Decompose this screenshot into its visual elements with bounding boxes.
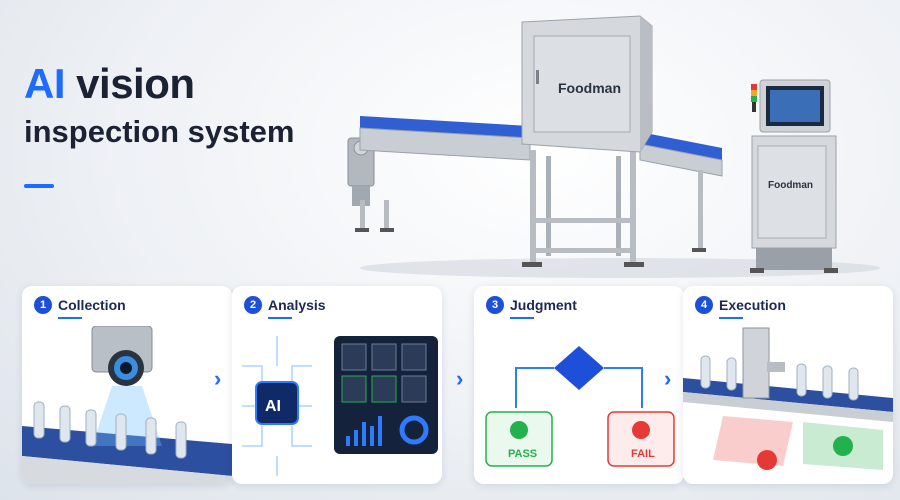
ai-chip-label: AI — [265, 398, 281, 415]
vision-cabinet — [521, 15, 653, 267]
step-number: 2 — [244, 296, 262, 314]
step-number: 4 — [695, 296, 713, 314]
chevron-right-icon: › — [214, 366, 222, 391]
title-accent-bar — [24, 184, 54, 188]
step-header: 4 Execution — [695, 296, 786, 314]
title-vision: vision — [65, 60, 195, 107]
title-line-2: inspection system — [24, 114, 295, 149]
step-header: 1 Collection — [34, 296, 126, 314]
camera-inspection-art — [22, 326, 232, 484]
bottle-icons — [33, 401, 187, 459]
step-card-collection: 1 Collection — [22, 286, 232, 484]
donut-graphic — [399, 415, 429, 445]
bottle-thumbnails — [341, 343, 427, 403]
process-steps: 1 Collection › — [0, 286, 900, 486]
inspection-machine-illustration — [347, 15, 880, 278]
step-underline — [510, 317, 534, 319]
check-icon — [833, 436, 853, 456]
step-number: 3 — [486, 296, 504, 314]
chevron-right-icon: › — [664, 366, 672, 391]
judgment-flow-art — [485, 346, 675, 467]
pass-label: PASS — [508, 448, 538, 460]
title-line-1: AI vision — [24, 60, 294, 108]
cross-icon — [757, 450, 777, 470]
step-title: Collection — [58, 297, 126, 313]
check-icon — [510, 421, 528, 439]
step-card-judgment: 3 Judgment PASS FAIL — [474, 286, 684, 484]
headline: AI vision inspection system — [24, 60, 294, 150]
step-number: 1 — [34, 296, 52, 314]
rejection-execution-art — [683, 327, 893, 470]
step-title: Execution — [719, 297, 786, 313]
fail-label: FAIL — [631, 448, 655, 460]
step-card-analysis: 2 Analysis AI — [232, 286, 442, 484]
step-underline — [268, 317, 292, 319]
circuit-lines — [242, 336, 312, 476]
camera-icon — [91, 326, 153, 386]
title-ai: AI — [24, 60, 66, 107]
step-title: Analysis — [268, 297, 326, 313]
control-cabinet — [750, 79, 838, 273]
chevron-right-icon: › — [456, 366, 464, 391]
decision-node-icon — [554, 346, 604, 390]
step-header: 3 Judgment — [486, 296, 577, 314]
step-header: 2 Analysis — [244, 296, 326, 314]
ai-analysis-art — [242, 336, 438, 476]
bar-graphic — [346, 416, 382, 446]
ai-chip-icon — [255, 381, 299, 425]
step-underline — [58, 317, 82, 319]
step-underline — [719, 317, 743, 319]
step-title: Judgment — [510, 297, 577, 313]
cross-icon — [632, 421, 650, 439]
bottle-icons — [700, 355, 859, 401]
rejector-arm — [742, 327, 785, 399]
step-card-execution: 4 Execution — [683, 286, 893, 484]
brand-label-control: Foodman — [768, 180, 813, 191]
brand-label-main: Foodman — [558, 80, 621, 96]
